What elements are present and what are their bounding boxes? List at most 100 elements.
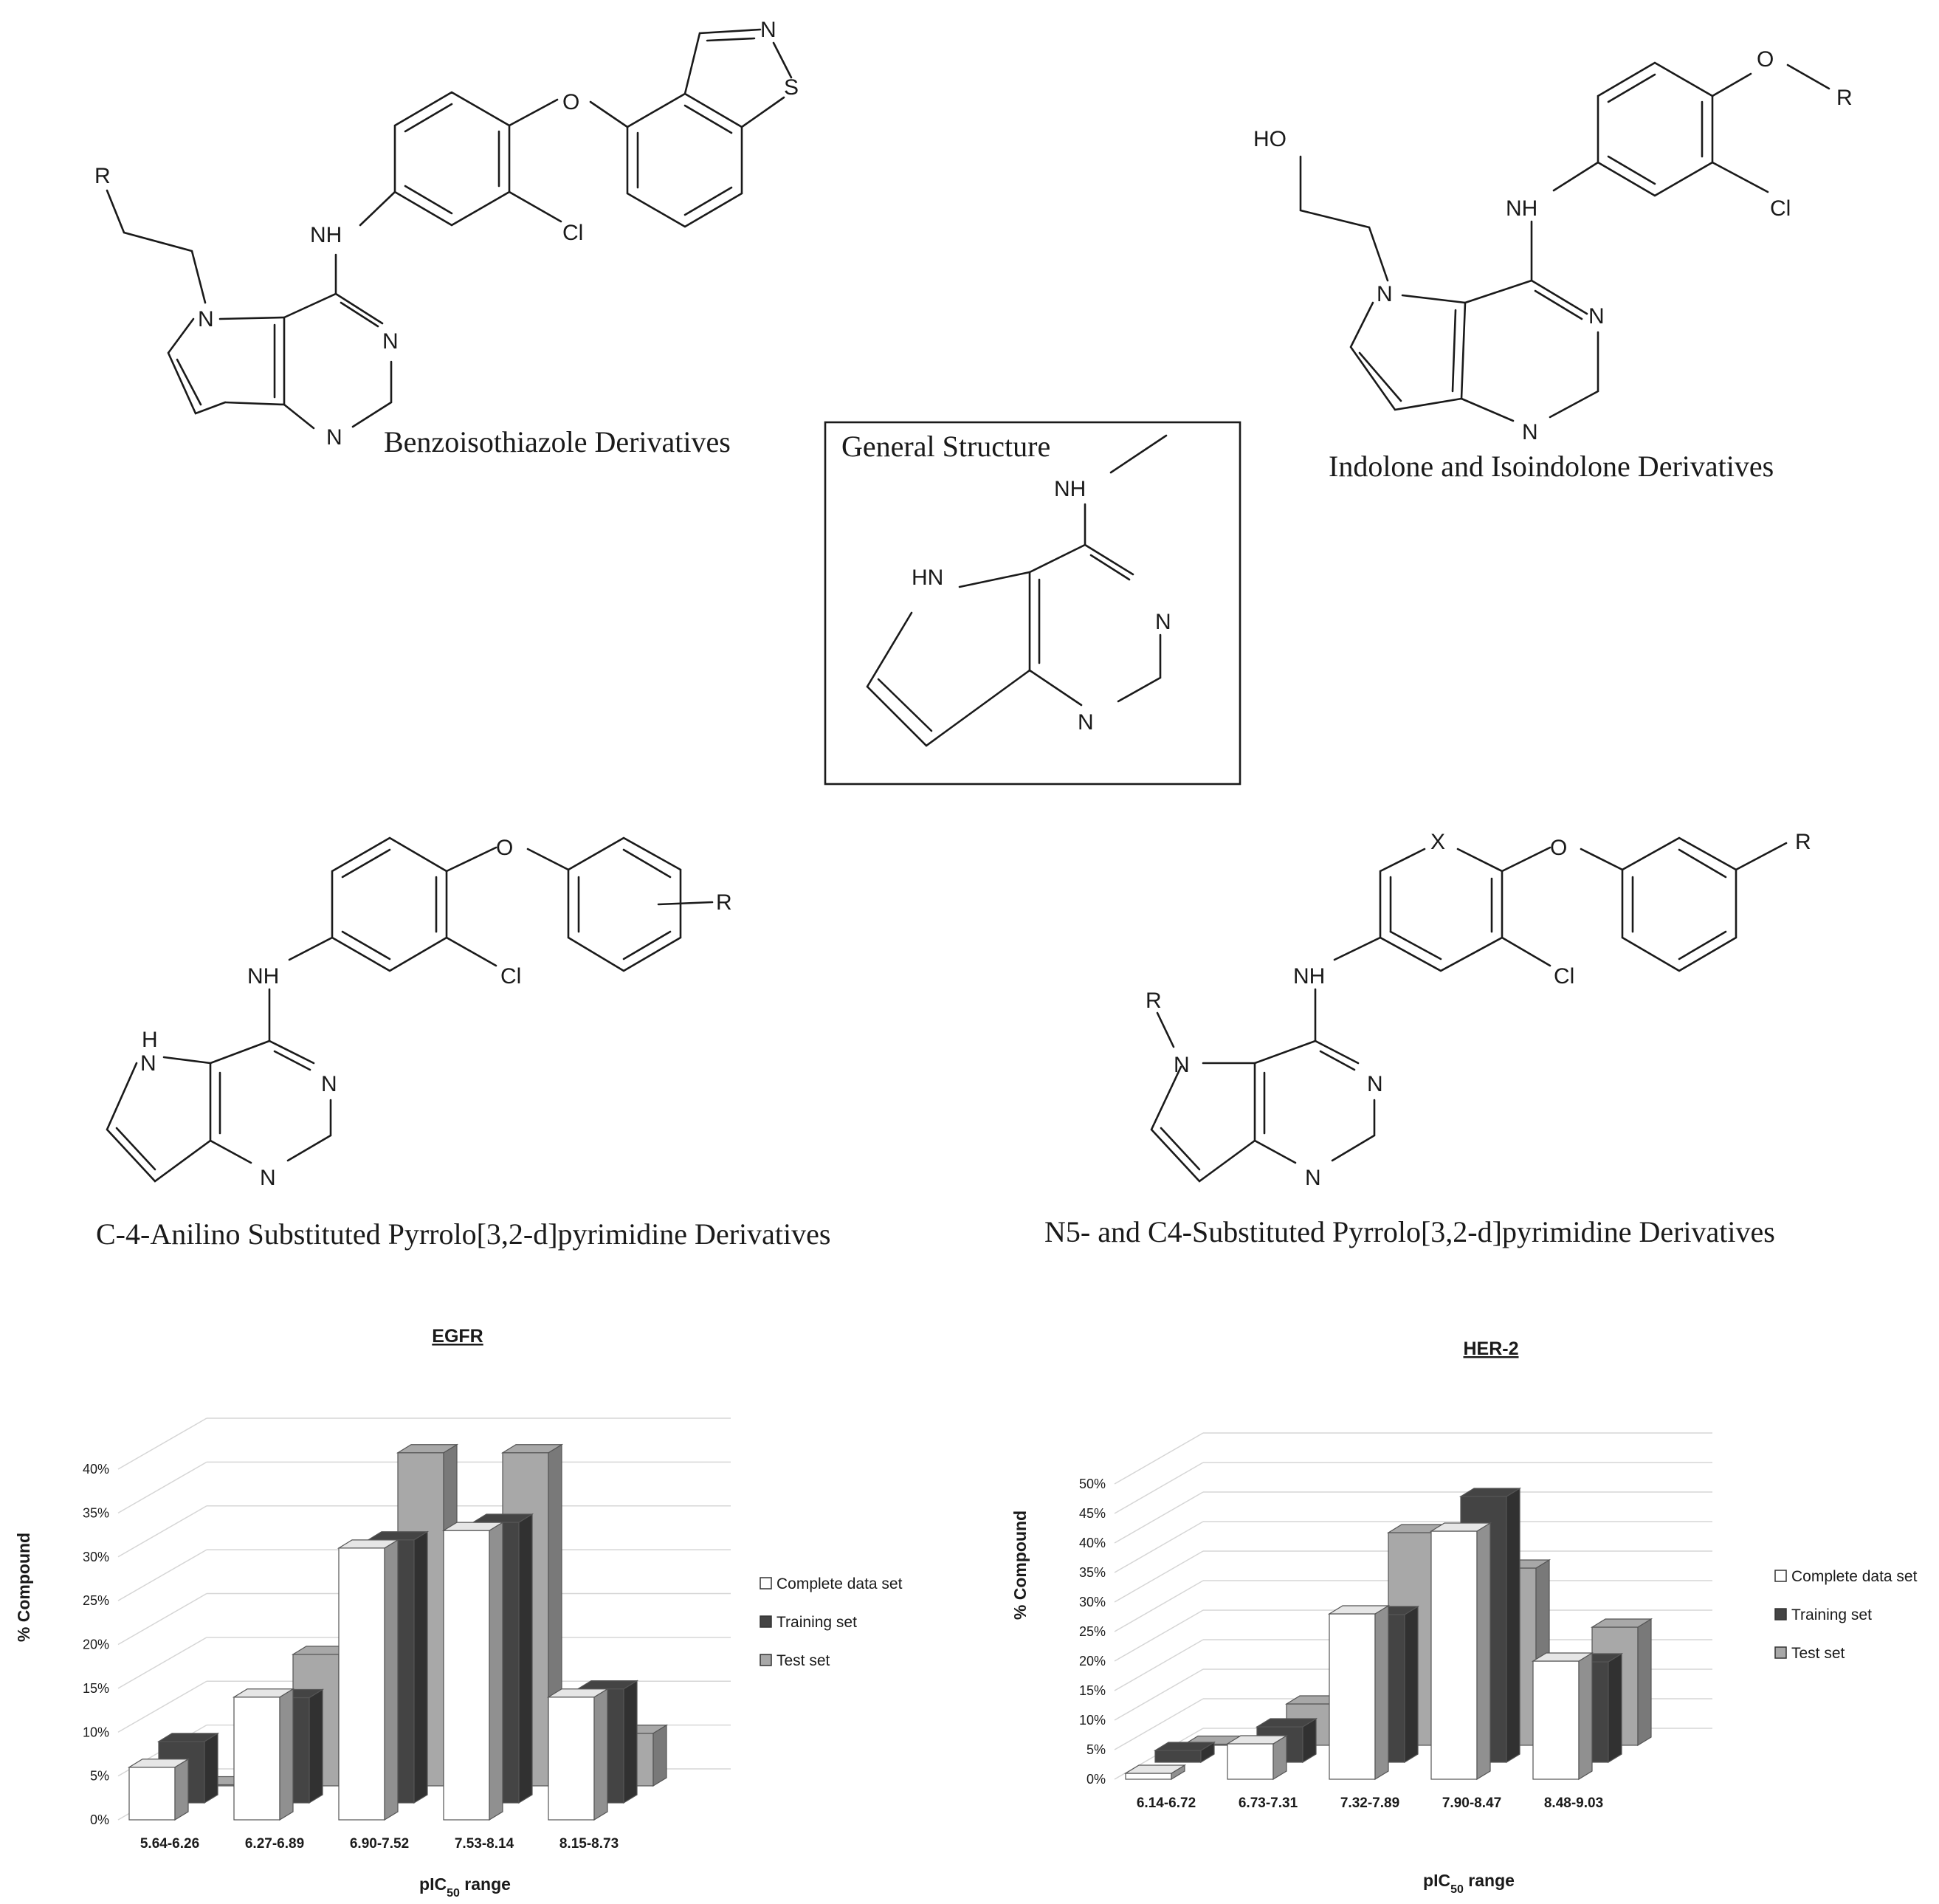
legend-swatch xyxy=(760,1577,772,1589)
y-tick-label: 30% xyxy=(1079,1595,1106,1609)
gridline-side xyxy=(1114,1491,1204,1544)
y-axis-title: % Compound xyxy=(14,1533,33,1642)
gridline-side xyxy=(1114,1698,1204,1750)
y-tick-label: 0% xyxy=(90,1812,109,1827)
y-tick-label: 50% xyxy=(1079,1477,1106,1491)
bar-front xyxy=(1329,1613,1376,1780)
bar-top xyxy=(1590,1618,1653,1628)
atom-r: R xyxy=(716,890,732,915)
bar xyxy=(1225,1734,1289,1781)
bar-top xyxy=(546,1688,610,1698)
bar-side xyxy=(1578,1652,1593,1781)
bar-top xyxy=(441,1522,505,1531)
atom-o: O xyxy=(1757,47,1774,72)
atom-o: O xyxy=(496,836,513,860)
x-axis-title-main: pIC xyxy=(419,1874,447,1894)
structure-caption: C-4-Anilino Substituted Pyrrolo[3,2-d]py… xyxy=(96,1217,830,1251)
atom-n3: N xyxy=(326,425,342,450)
gridline-side xyxy=(1114,1580,1204,1632)
bar-side xyxy=(1374,1604,1389,1781)
x-category-label: 6.27-6.89 xyxy=(245,1836,304,1852)
bar-top xyxy=(1123,1764,1187,1774)
y-tick-label: 35% xyxy=(83,1505,109,1520)
atom-r: R xyxy=(94,164,111,188)
x-axis-title-suffix: range xyxy=(1464,1871,1515,1890)
atom-nh: NH xyxy=(1054,477,1086,501)
legend-label: Training set xyxy=(776,1614,857,1631)
bar-top xyxy=(127,1759,190,1768)
indolone-structure: HO O R NH Cl N N N Indolone and Isoindol… xyxy=(1253,47,1853,483)
bar xyxy=(127,1758,190,1821)
bar-front xyxy=(1532,1660,1580,1780)
x-axis-title-subscript: 50 xyxy=(447,1887,460,1900)
bar-side xyxy=(384,1539,399,1821)
bar-side xyxy=(1476,1522,1491,1781)
gridline-side xyxy=(117,1505,207,1558)
structure-caption: General Structure xyxy=(841,430,1050,463)
bar xyxy=(1531,1652,1594,1781)
bar xyxy=(337,1539,400,1821)
x-category-label: 6.90-7.52 xyxy=(350,1836,409,1852)
bar-side xyxy=(652,1724,667,1787)
bar-top xyxy=(1458,1488,1522,1497)
bar-top xyxy=(1225,1735,1289,1745)
bar-front xyxy=(1154,1750,1202,1763)
n5-c4-structure: X O R NH Cl R N N N N5- and C4-Substitut… xyxy=(1044,830,1811,1248)
legend-label: Complete data set xyxy=(1791,1568,1918,1585)
bar xyxy=(1153,1741,1216,1764)
bar-side xyxy=(174,1758,189,1821)
atom-s: S xyxy=(784,75,799,100)
general-structure: General Structure NH HN N N xyxy=(824,421,1241,786)
bar-side xyxy=(309,1688,323,1804)
bar-top xyxy=(1429,1522,1492,1532)
bar-side xyxy=(1608,1652,1622,1764)
gridline-side xyxy=(117,1637,207,1689)
gridline-side xyxy=(117,1680,207,1733)
bar-top xyxy=(1153,1742,1216,1751)
legend-label: Complete data set xyxy=(776,1575,903,1592)
bar-side xyxy=(204,1732,218,1804)
atom-n-pyrrole: N xyxy=(198,307,214,331)
atom-r: R xyxy=(1836,86,1853,110)
atom-cl: Cl xyxy=(562,221,583,245)
bar-top xyxy=(232,1688,295,1698)
y-tick-label: 40% xyxy=(83,1462,109,1477)
atom-nh: NH xyxy=(247,964,279,989)
x-category-label: 8.48-9.03 xyxy=(1544,1795,1603,1811)
atom-o: O xyxy=(1550,836,1567,860)
bar-top xyxy=(1255,1718,1318,1728)
y-tick-label: 20% xyxy=(83,1637,109,1652)
y-tick-label: 10% xyxy=(1079,1713,1106,1728)
x-axis-title-subscript: 50 xyxy=(1450,1883,1464,1896)
legend-label: Training set xyxy=(1791,1606,1872,1623)
atom-n3: N xyxy=(1522,420,1538,444)
atom-nh: NH xyxy=(1506,196,1537,221)
bar-top xyxy=(337,1539,400,1549)
bar-side xyxy=(623,1680,638,1804)
atom-n1: N xyxy=(1367,1072,1383,1096)
bar-side xyxy=(489,1522,503,1821)
bar-front xyxy=(338,1547,385,1821)
atom-h: H xyxy=(142,1028,158,1052)
x-category-label: 5.64-6.26 xyxy=(140,1836,199,1852)
bar-top xyxy=(1531,1652,1594,1662)
legend-swatch xyxy=(1774,1608,1787,1621)
structure-caption: Indolone and Isoindolone Derivatives xyxy=(1329,450,1774,483)
bar xyxy=(1429,1522,1492,1781)
x-axis-title-main: pIC xyxy=(1423,1871,1450,1890)
y-tick-label: 15% xyxy=(83,1681,109,1696)
y-tick-label: 0% xyxy=(1086,1772,1106,1787)
gridline-side xyxy=(1114,1521,1204,1573)
atom-cl: Cl xyxy=(500,964,521,989)
bar-side xyxy=(593,1688,608,1821)
atom-cl: Cl xyxy=(1770,196,1791,221)
bar-side xyxy=(518,1513,533,1804)
legend-label: Test set xyxy=(1791,1645,1845,1662)
c4-anilino-structure: O R NH Cl H N N N C-4-Anilino Substitute… xyxy=(96,836,830,1251)
bar-front xyxy=(233,1697,280,1821)
bar-top xyxy=(156,1733,220,1742)
atom-r-left: R xyxy=(1146,989,1162,1013)
gridline-side xyxy=(117,1549,207,1601)
atom-x: X xyxy=(1430,830,1445,854)
y-tick-label: 25% xyxy=(83,1593,109,1608)
